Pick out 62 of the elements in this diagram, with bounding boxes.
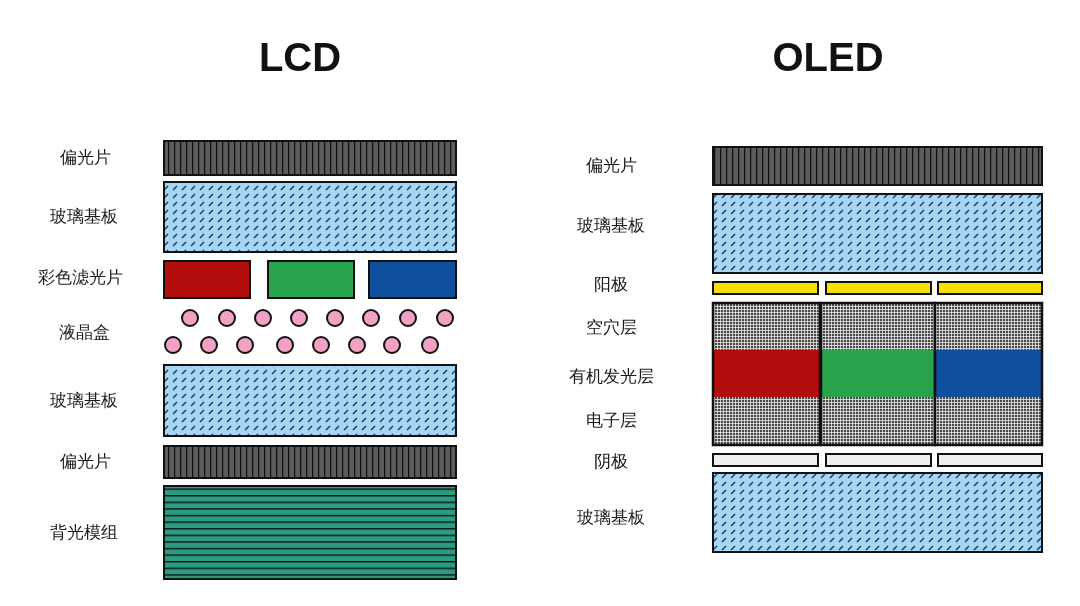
hole-transport-layer bbox=[713, 303, 820, 350]
liquid-crystal-dot bbox=[164, 336, 182, 354]
cathode-strip bbox=[937, 453, 1043, 467]
liquid-crystal-dot bbox=[181, 309, 199, 327]
subpixel-column bbox=[819, 301, 937, 447]
layer-label: 液晶盒 bbox=[58, 323, 110, 343]
hole-transport-layer bbox=[935, 303, 1042, 350]
backlight-module-layer bbox=[163, 485, 457, 580]
polarizer-layer bbox=[712, 146, 1043, 186]
cathode-strip bbox=[712, 453, 819, 467]
layer-label: 阴极 bbox=[594, 452, 628, 472]
liquid-crystal-dot bbox=[254, 309, 272, 327]
glass-substrate-layer bbox=[712, 193, 1043, 274]
layer-label: 玻璃基板 bbox=[50, 390, 118, 411]
electron-transport-layer bbox=[935, 397, 1042, 445]
electron-transport-layer bbox=[713, 397, 820, 445]
layer-label: 玻璃基板 bbox=[577, 216, 645, 236]
organic-emitter-layer bbox=[935, 350, 1042, 397]
hole-transport-layer bbox=[821, 303, 935, 350]
layer-label: 背光模组 bbox=[50, 522, 118, 543]
layer-label: 彩色滤光片 bbox=[37, 268, 123, 288]
liquid-crystal-dot bbox=[312, 336, 330, 354]
color-filter bbox=[267, 260, 355, 299]
glass-substrate-layer bbox=[712, 472, 1043, 553]
organic-emitter-layer bbox=[713, 350, 820, 397]
liquid-crystal-dot bbox=[290, 309, 308, 327]
liquid-crystal-dot bbox=[276, 336, 294, 354]
liquid-crystal-dot bbox=[218, 309, 236, 327]
panel-heading: OLED bbox=[772, 35, 884, 79]
liquid-crystal-dot bbox=[200, 336, 218, 354]
layer-label: 电子层 bbox=[585, 411, 637, 431]
electron-transport-layer bbox=[821, 397, 935, 445]
liquid-crystal-dot bbox=[421, 336, 439, 354]
liquid-crystal-dot bbox=[383, 336, 401, 354]
layer-label: 玻璃基板 bbox=[577, 508, 645, 528]
layer-label: 玻璃基板 bbox=[50, 207, 118, 227]
layer-label: 偏光片 bbox=[585, 156, 637, 176]
subpixel-column bbox=[711, 301, 822, 447]
panel-heading: LCD bbox=[258, 35, 342, 79]
glass-substrate-layer bbox=[163, 181, 457, 253]
anode-strip bbox=[825, 281, 932, 295]
liquid-crystal-dot bbox=[348, 336, 366, 354]
color-filter bbox=[163, 260, 251, 299]
layer-label: 空穴层 bbox=[585, 318, 637, 338]
liquid-crystal-dot bbox=[326, 309, 344, 327]
anode-strip bbox=[712, 281, 819, 295]
glass-substrate-layer bbox=[163, 364, 457, 437]
liquid-crystal-dot bbox=[236, 336, 254, 354]
cathode-strip bbox=[825, 453, 932, 467]
organic-emitter-layer bbox=[821, 350, 935, 397]
liquid-crystal-dot bbox=[362, 309, 380, 327]
layer-label: 偏光片 bbox=[59, 452, 111, 472]
liquid-crystal-dot bbox=[436, 309, 454, 327]
layer-label: 阳极 bbox=[594, 275, 628, 295]
anode-strip bbox=[937, 281, 1043, 295]
layer-label: 偏光片 bbox=[59, 148, 111, 168]
polarizer-layer bbox=[163, 445, 457, 479]
subpixel-column bbox=[933, 301, 1044, 447]
layer-label: 有机发光层 bbox=[568, 367, 654, 387]
color-filter bbox=[368, 260, 457, 299]
liquid-crystal-dot bbox=[399, 309, 417, 327]
polarizer-layer bbox=[163, 140, 457, 176]
